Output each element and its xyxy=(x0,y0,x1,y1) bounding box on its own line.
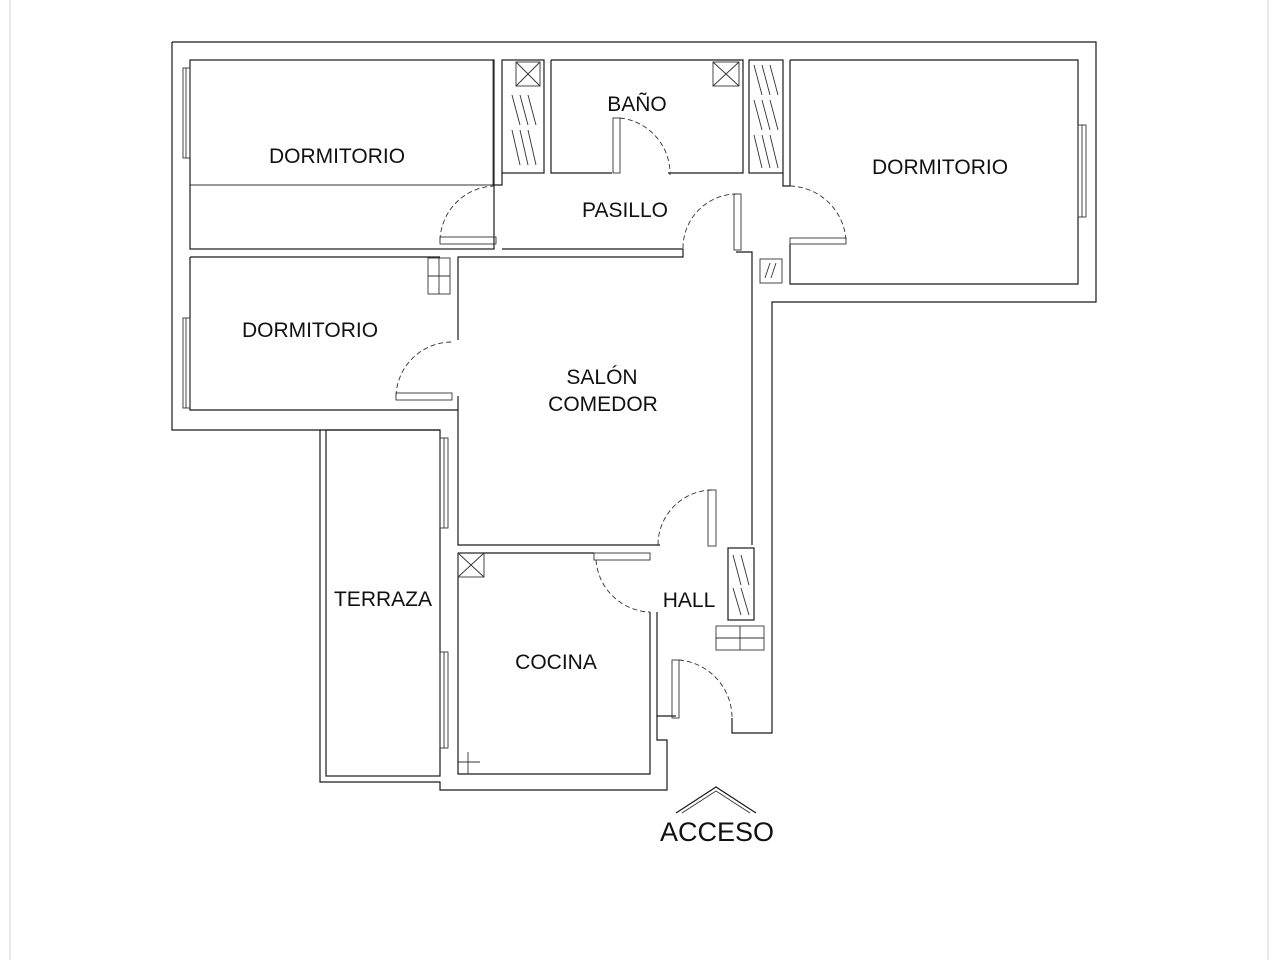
room-dormitorio-nw xyxy=(182,59,495,250)
label-salon: SALÓN xyxy=(566,366,637,389)
room-cocina xyxy=(457,552,651,775)
room-terraza xyxy=(325,429,449,777)
wardrobe-left xyxy=(501,59,545,174)
room-dormitorio-ne xyxy=(789,59,1087,285)
room-salon-comedor xyxy=(457,410,717,547)
label-dormitorio-nw: DORMITORIO xyxy=(269,145,405,168)
label-hall: HALL xyxy=(663,589,716,612)
access-arrow-icon xyxy=(675,786,757,814)
label-bano: BAÑO xyxy=(607,92,667,116)
label-cocina: COCINA xyxy=(515,651,597,674)
wardrobe-right xyxy=(748,59,784,174)
room-hall xyxy=(656,547,765,719)
window-nw xyxy=(182,67,191,159)
window-w xyxy=(182,317,191,409)
room-dormitorio-w xyxy=(182,256,459,411)
label-dormitorio-w: DORMITORIO xyxy=(242,319,378,342)
room-pasillo xyxy=(439,173,790,545)
label-comedor: COMEDOR xyxy=(548,393,658,416)
label-terraza: TERRAZA xyxy=(334,588,432,611)
label-dormitorio-ne: DORMITORIO xyxy=(872,156,1008,179)
label-pasillo: PASILLO xyxy=(582,199,668,222)
room-bano xyxy=(550,59,744,176)
label-acceso: ACCESO xyxy=(660,817,774,847)
